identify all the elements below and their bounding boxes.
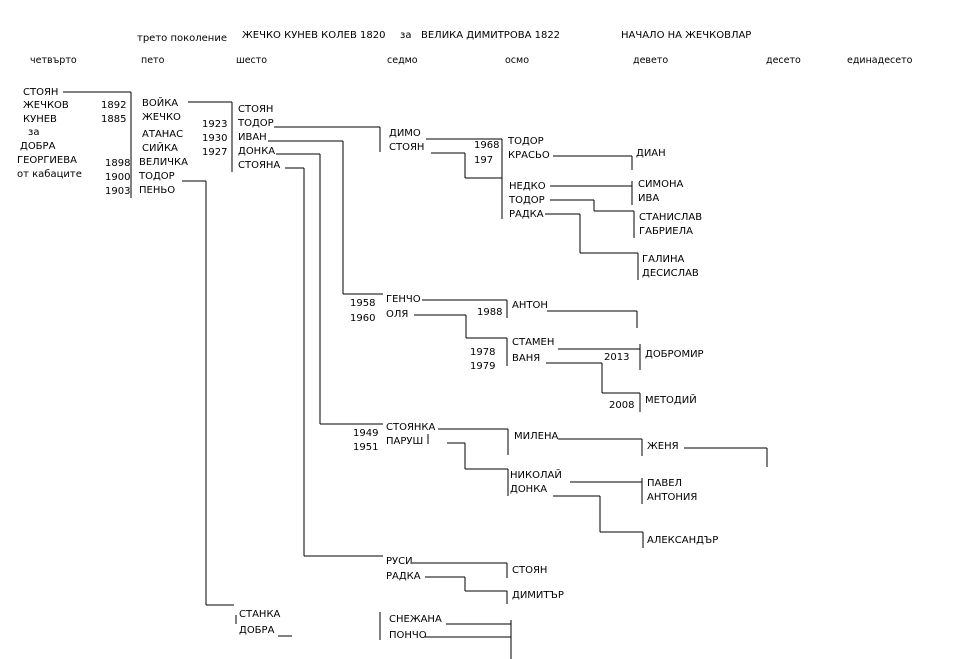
person-name: ДЕСИСЛАВ xyxy=(642,268,699,279)
birth-year: 1898 xyxy=(105,158,130,169)
person-name: АЛЕКСАНДЪР xyxy=(647,535,718,546)
birth-year: 1900 xyxy=(105,172,130,183)
person-name: ЖЕЧКОВ xyxy=(23,100,69,111)
gen-label-7: седмо xyxy=(387,55,418,66)
person-name: ТОДОР xyxy=(507,136,544,147)
gen-label-9: девето xyxy=(633,55,668,66)
person-name: РАДКА xyxy=(386,571,421,582)
gen-label-10: десето xyxy=(766,55,801,66)
person-name: ДОБРОМИР xyxy=(645,349,704,360)
birth-year: 2013 xyxy=(604,352,629,363)
gen-label-5: пето xyxy=(141,55,165,66)
birth-year: 1979 xyxy=(470,361,495,372)
person-name: ПАРУШ xyxy=(386,436,423,447)
connector-lines xyxy=(63,91,768,659)
birth-year: 2008 xyxy=(609,400,634,411)
birth-year: 1960 xyxy=(350,313,375,324)
person-name: ДОНКА xyxy=(238,146,275,157)
birth-year: 197 xyxy=(474,155,493,166)
person-name: ГАЛИНА xyxy=(642,254,684,265)
birth-year: 1903 xyxy=(105,186,130,197)
person-name: ОЛЯ xyxy=(386,309,408,320)
person-name: ТОДОР xyxy=(237,118,274,129)
person-name: ПОНЧО xyxy=(389,630,427,641)
person-name: ТОДОР xyxy=(508,195,545,206)
header-origin: НАЧАЛО НА ЖЕЧКОВЛАР xyxy=(621,30,751,41)
person-name: СТОЯН xyxy=(389,142,424,153)
person-name: СИМОНА xyxy=(638,179,683,190)
person-name: ВАНЯ xyxy=(512,353,540,364)
gen-label-4: четвърто xyxy=(30,55,77,66)
header-wife: ВЕЛИКА ДИМИТРОВА 1822 xyxy=(421,30,560,41)
person-name: КУНЕВ xyxy=(23,114,57,125)
person-name: ПАВЕЛ xyxy=(647,478,682,489)
person-name: СНЕЖАНА xyxy=(389,614,442,625)
gen-label-8: осмо xyxy=(505,55,529,66)
birth-year: 1958 xyxy=(350,298,375,309)
birth-year: 1892 xyxy=(101,100,126,111)
person-name: НЕДКО xyxy=(509,181,546,192)
person-name: ТОДОР xyxy=(138,171,175,182)
birth-year: 1968 xyxy=(474,140,499,151)
person-name: ВЕЛИЧКА xyxy=(139,157,188,168)
person-name: ДОБРА xyxy=(20,141,56,152)
person-name: от кабаците xyxy=(17,169,82,180)
person-name: СИЙКА xyxy=(142,141,178,154)
person-name: ДОНКА xyxy=(510,484,547,495)
person-name: СТОЯН xyxy=(23,87,58,98)
person-name: ЖЕЧКО xyxy=(142,112,181,123)
birth-year: 1951 xyxy=(353,442,378,453)
header-husband: ЖЕЧКО КУНЕВ КОЛЕВ 1820 xyxy=(242,30,385,41)
person-name: АНТОН xyxy=(512,300,548,311)
person-name: МИЛЕНА xyxy=(514,431,558,442)
person-name: РАДКА xyxy=(509,209,544,220)
person-name: ДИАН xyxy=(636,148,666,159)
person-name: ВОЙКА xyxy=(142,96,178,109)
birth-year: 1923 xyxy=(202,119,227,130)
person-name: МЕТОДИЙ xyxy=(645,393,697,406)
person-name: СТОЯН xyxy=(238,104,273,115)
birth-year: 1885 xyxy=(101,114,126,125)
person-conj: за xyxy=(28,127,39,138)
birth-year: 1978 xyxy=(470,347,495,358)
person-name: ДОБРА xyxy=(239,625,275,636)
person-name: ИВА xyxy=(638,193,659,204)
person-name: ГЕНЧО xyxy=(386,294,421,305)
person-name: СТОЯНКА xyxy=(386,422,436,433)
person-name: СТОЯНА xyxy=(238,160,280,171)
person-name: АНТОНИЯ xyxy=(647,492,697,503)
header-generation: трето поколение xyxy=(137,33,227,44)
person-name: НИКОЛАЙ xyxy=(510,468,562,481)
person-name: РУСИ xyxy=(386,556,413,567)
birth-year: 1930 xyxy=(202,133,227,144)
person-name: ГАБРИЕЛА xyxy=(639,226,693,237)
person-name: ПЕНЬО xyxy=(139,185,175,196)
person-name: ГЕОРГИЕВА xyxy=(17,155,77,166)
person-name: СТАМЕН xyxy=(512,337,554,348)
gen-label-11: единадесето xyxy=(847,55,913,66)
person-name: АТАНАС xyxy=(142,129,183,140)
person-name: СТАНИСЛАВ xyxy=(639,212,702,223)
person-name: ИВАН xyxy=(238,132,267,143)
gen-label-6: шесто xyxy=(236,55,267,66)
person-name: ДИМО xyxy=(389,128,421,139)
person-name: КРАСЬО xyxy=(508,150,550,161)
birth-year: 1927 xyxy=(202,147,227,158)
birth-year: 1949 xyxy=(353,428,378,439)
person-name: СТАНКА xyxy=(239,609,281,620)
header-conj: за xyxy=(400,30,411,41)
person-name: СТОЯН xyxy=(512,565,547,576)
person-name: ЖЕНЯ xyxy=(647,441,679,452)
person-name: ДИМИТЪР xyxy=(512,590,564,601)
birth-year: 1988 xyxy=(477,307,502,318)
